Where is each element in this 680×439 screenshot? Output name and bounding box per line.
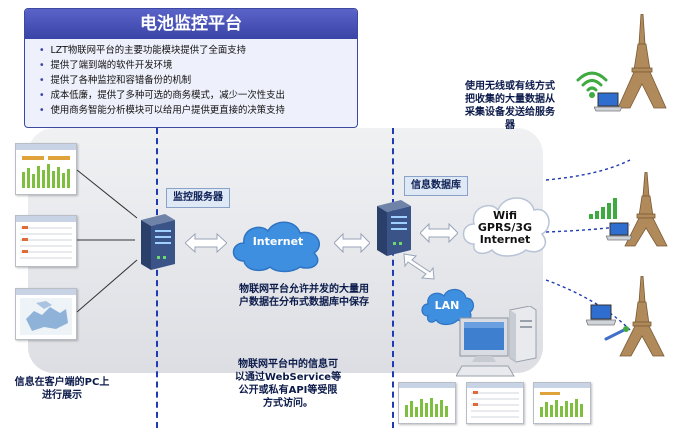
dashed-divider-left [156, 128, 158, 428]
client-screen-thumbnail [466, 382, 524, 424]
dashed-divider-right [392, 128, 394, 428]
feature-item: 使用商务智能分析模块可以给用户提供更直接的决策支持 [39, 103, 285, 118]
client-screen-thumbnail [15, 143, 77, 195]
client-screen-thumbnail [15, 215, 77, 267]
platform-header-box: 电池监控平台 LZT物联网平台的主要功能模块提供了全面支持 提供了端到端的软件开… [24, 8, 358, 128]
concurrent-storage-note: 物联网平台允许并发的大量用 户数据在分布式数据库中保存 [222, 283, 386, 309]
table-thumbnail-icon [16, 216, 76, 259]
note-line: 信息在客户端的PC上 [14, 377, 110, 388]
feature-list: LZT物联网平台的主要功能模块提供了全面支持 提供了端到端的软件开发环境 提供了… [39, 43, 285, 118]
note-line: 器 [505, 120, 515, 131]
client-display-note: 信息在客户端的PC上 进行展示 [2, 376, 122, 402]
cloud-icon [462, 197, 550, 257]
connector-icon [604, 326, 629, 341]
bar-chart-thumbnail-icon [534, 383, 590, 417]
laptop-icon [586, 304, 616, 326]
eiffel-tower-icon [619, 276, 665, 357]
lan-label: LAN [434, 299, 460, 312]
bar-chart-thumbnail-icon [399, 383, 455, 417]
note-line: 物联网平台中的信息可 [238, 359, 338, 370]
laptop-icon [606, 222, 632, 241]
double-arrow-icon [403, 253, 435, 280]
eiffel-tower-icon [624, 172, 668, 247]
bar-chart-thumbnail-icon [16, 144, 76, 188]
note-line: 物联网平台允许并发的大量用 [239, 284, 369, 295]
platform-title: 电池监控平台 [25, 9, 357, 39]
wireless-transfer-note: 使用无线或有线方式 把收集的大量数据从 采集设备发送给服务 器 [450, 80, 570, 132]
server-icon [377, 200, 411, 256]
note-line: 把收集的大量数据从 [465, 94, 555, 105]
note-line: 公开或私有API等受限 [238, 385, 338, 396]
feature-item: 提供了端到端的软件开发环境 [39, 58, 285, 73]
feature-item: 成本低廉，提供了多种可选的商务模式，减少一次性支出 [39, 88, 285, 103]
cloud-icon [232, 221, 320, 273]
cloud-icon [421, 288, 475, 326]
table-thumbnail-icon [467, 383, 523, 418]
note-line: 使用无线或有线方式 [465, 81, 555, 92]
client-screen-thumbnail [533, 382, 591, 424]
feature-item: LZT物联网平台的主要功能模块提供了全面支持 [39, 43, 285, 58]
server-icon [141, 214, 175, 270]
map-thumbnail-icon [16, 289, 76, 335]
signal-bars-icon [589, 198, 617, 219]
double-arrow-icon [334, 232, 370, 254]
gprs-label: GPRS/3G [477, 221, 533, 234]
note-line: 户数据在分布式数据库中保存 [239, 297, 369, 308]
info-database-label: 信息数据库 [404, 176, 468, 196]
internet-label: Internet [252, 235, 304, 248]
note-line: 进行展示 [42, 390, 82, 401]
note-line: 采集设备发送给服务 [465, 107, 555, 118]
internet-access-label: Internet [479, 233, 531, 246]
client-screen-thumbnail [15, 288, 77, 340]
note-line: 以通过WebService等 [234, 372, 342, 383]
wifi-signal-icon [576, 71, 608, 98]
laptop-icon [594, 92, 622, 112]
wifi-label: Wifi [492, 209, 518, 222]
double-arrow-icon [420, 222, 458, 244]
feature-item: 提供了各种监控和容错备份的机制 [39, 73, 285, 88]
webservice-access-note: 物联网平台中的信息可 以通过WebService等 公开或私有API等受限 方式… [224, 358, 352, 410]
note-line: 方式访问。 [263, 398, 313, 409]
double-arrow-icon [185, 232, 227, 254]
desktop-pc-icon [456, 306, 537, 377]
client-screen-thumbnail [398, 382, 456, 424]
eiffel-tower-icon [617, 14, 667, 109]
monitor-server-label: 监控服务器 [166, 188, 230, 208]
